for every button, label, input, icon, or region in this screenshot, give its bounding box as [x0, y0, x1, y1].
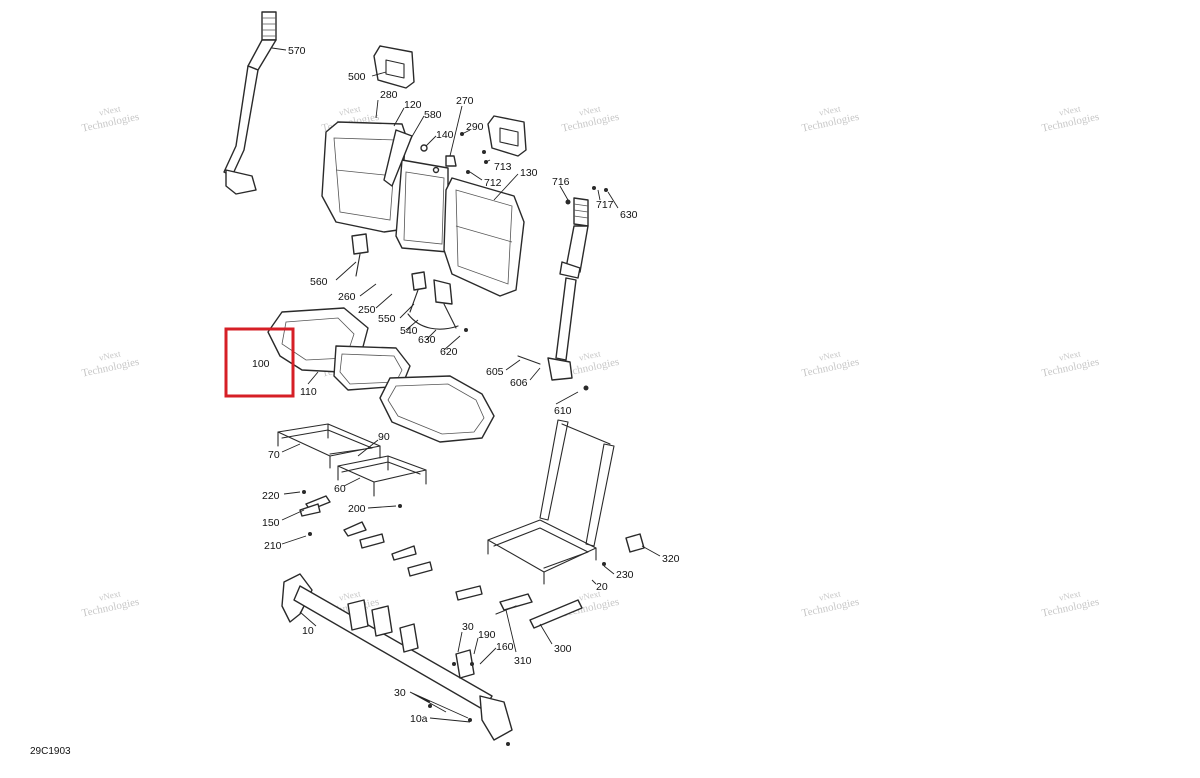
callout-140[interactable]: 140: [436, 129, 454, 141]
seat-frame-right[interactable]: [337, 455, 427, 497]
headrest-right[interactable]: [487, 115, 527, 157]
callout-20[interactable]: 20: [596, 581, 608, 593]
callout-190[interactable]: 190: [478, 629, 496, 641]
drawing-number: 29C1903: [30, 746, 71, 757]
callout-110[interactable]: 110: [300, 386, 317, 398]
callout-210[interactable]: 210: [264, 540, 282, 552]
callout-550[interactable]: 550: [378, 313, 396, 325]
bracket-320[interactable]: [625, 533, 645, 553]
callout-220[interactable]: 220: [262, 490, 280, 502]
callout-540[interactable]: 540: [400, 325, 418, 337]
center-belt-strap[interactable]: [383, 129, 413, 187]
watermark-line1: vNext: [338, 588, 362, 602]
buckle-left[interactable]: [351, 233, 369, 277]
watermark-line1: vNext: [578, 103, 602, 117]
seat-back-left[interactable]: [321, 121, 407, 233]
callout-280[interactable]: 280: [380, 89, 398, 101]
callouts: 570 500 280 120 580 270 290 140 713 712 …: [252, 45, 680, 725]
buckle-center[interactable]: [409, 271, 427, 313]
headrest-left[interactable]: [373, 45, 415, 89]
watermark-line1: vNext: [98, 103, 122, 117]
callout-10a[interactable]: 10a: [410, 713, 428, 725]
right-seat-belt[interactable]: [547, 197, 589, 381]
callout-30-top[interactable]: 30: [462, 621, 474, 633]
callout-310[interactable]: 310: [514, 655, 532, 667]
callout-290[interactable]: 290: [466, 121, 484, 133]
highlight-box-100: [224, 327, 295, 398]
callout-605[interactable]: 605: [486, 366, 504, 378]
seat-back-right[interactable]: [443, 177, 525, 297]
seat-base-frame[interactable]: [487, 419, 615, 585]
callout-320[interactable]: 320: [662, 553, 680, 565]
callout-260[interactable]: 260: [338, 291, 356, 303]
callout-630-mid[interactable]: 630: [418, 334, 436, 346]
callout-230[interactable]: 230: [616, 569, 634, 581]
callout-500[interactable]: 500: [348, 71, 366, 83]
callout-250[interactable]: 250: [358, 304, 376, 316]
callout-200[interactable]: 200: [348, 503, 366, 515]
callout-630-top[interactable]: 630: [620, 209, 638, 221]
callout-717[interactable]: 717: [596, 199, 614, 211]
callout-150[interactable]: 150: [262, 517, 280, 529]
callout-30-bottom[interactable]: 30: [394, 687, 406, 699]
watermark-line1: vNext: [1058, 348, 1082, 362]
watermark-line1: vNext: [818, 348, 842, 362]
seat-latches[interactable]: [299, 495, 533, 611]
callout-570[interactable]: 570: [288, 45, 306, 57]
callout-560[interactable]: 560: [310, 276, 328, 288]
callout-620[interactable]: 620: [440, 346, 458, 358]
callout-160[interactable]: 160: [496, 641, 514, 653]
callout-70[interactable]: 70: [268, 449, 280, 461]
watermark-line1: vNext: [1058, 103, 1082, 117]
callout-713[interactable]: 713: [494, 161, 512, 173]
watermark-line1: vNext: [98, 348, 122, 362]
callout-130[interactable]: 130: [520, 167, 538, 179]
callout-606[interactable]: 606: [510, 377, 528, 389]
callout-610[interactable]: 610: [554, 405, 572, 417]
watermark-line1: vNext: [578, 588, 602, 602]
callout-60[interactable]: 60: [334, 483, 346, 495]
seat-base-rail[interactable]: [281, 573, 513, 741]
callout-120[interactable]: 120: [404, 99, 422, 111]
callout-712[interactable]: 712: [484, 177, 502, 189]
left-seat-belt[interactable]: [223, 11, 277, 195]
callout-10[interactable]: 10: [302, 625, 314, 637]
watermark-line1: vNext: [338, 103, 362, 117]
callout-300[interactable]: 300: [554, 643, 572, 655]
watermark-line1: vNext: [578, 348, 602, 362]
callout-90[interactable]: 90: [378, 431, 390, 443]
watermark-line1: vNext: [818, 103, 842, 117]
seat-cushion-right[interactable]: [379, 375, 495, 443]
callout-270[interactable]: 270: [456, 95, 474, 107]
callout-580[interactable]: 580: [424, 109, 442, 121]
fasteners: [302, 186, 608, 746]
leader-lines: [271, 47, 661, 723]
seat-back-center[interactable]: [395, 159, 449, 253]
hardware-top-center: [420, 132, 488, 174]
seat-frame-left[interactable]: [277, 423, 381, 469]
buckle-right[interactable]: [407, 279, 459, 330]
watermark-line1: vNext: [1058, 588, 1082, 602]
callout-100[interactable]: 100: [252, 358, 270, 370]
callout-716[interactable]: 716: [552, 176, 570, 188]
watermark-line1: vNext: [818, 588, 842, 602]
watermark-line1: vNext: [98, 588, 122, 602]
rod-300[interactable]: [529, 599, 583, 629]
